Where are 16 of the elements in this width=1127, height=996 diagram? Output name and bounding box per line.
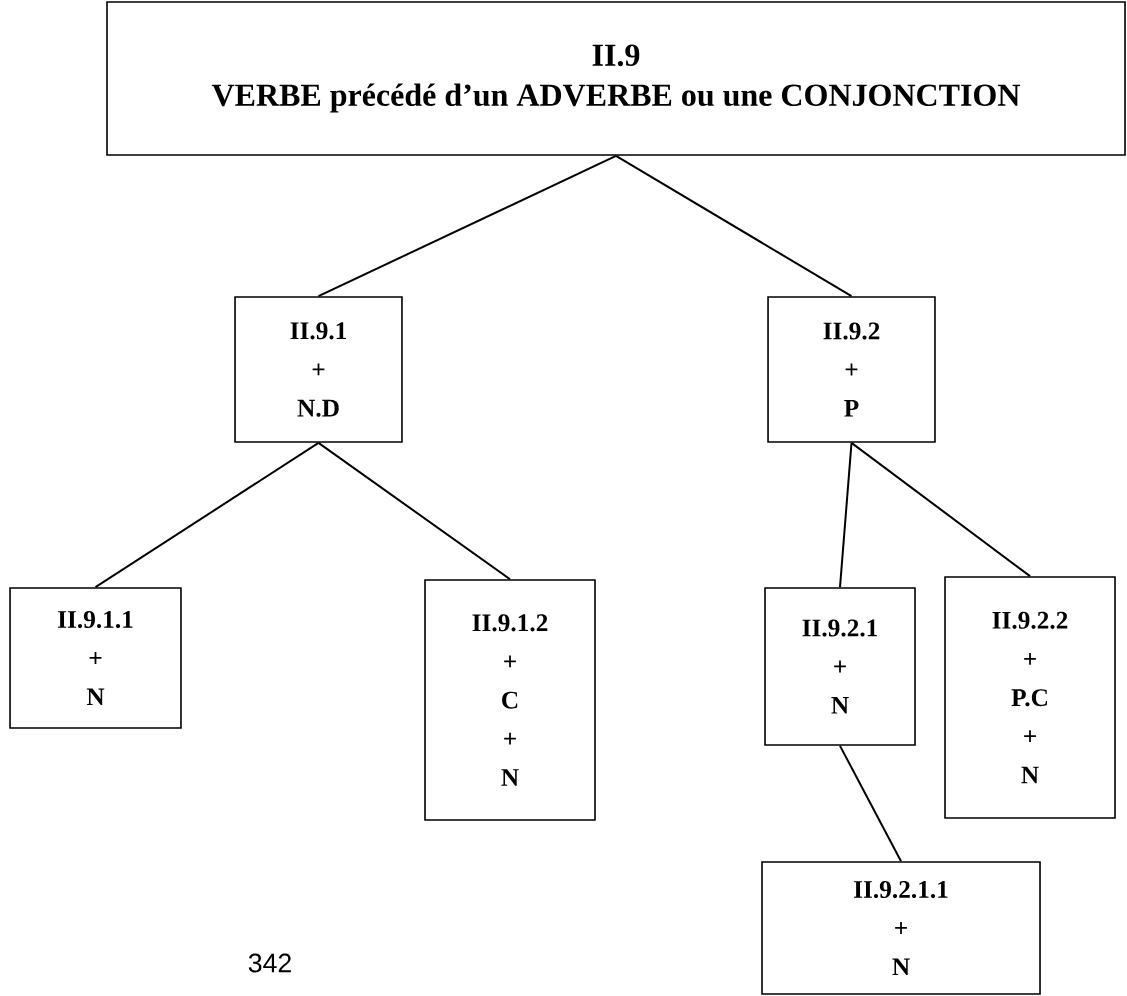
text-box: II.9.1.1 + N [9, 587, 182, 729]
text-box: II.9.2 + P [767, 296, 936, 443]
page-number: 342 [248, 953, 291, 973]
text-box: II.9.2.2 + P.C + N [944, 576, 1116, 819]
connector-line [615, 154, 853, 298]
connector-line [850, 441, 1031, 578]
connector-line [839, 744, 902, 863]
text-box: II.9 VERBE précédé d’un ADVERBE ou une CONJONCTION [106, 1, 1126, 156]
text-box: II.9.2.1.1 + N [761, 861, 1041, 995]
text-box: II.9.1.2 + C + N [424, 579, 596, 821]
connector-line [317, 441, 511, 581]
connector-line [317, 154, 617, 298]
text-box: II.9.2.1 + N [764, 587, 916, 746]
text-box: II.9.1 + N.D [234, 296, 403, 443]
connector-line [94, 441, 320, 589]
connector-line [839, 441, 853, 589]
